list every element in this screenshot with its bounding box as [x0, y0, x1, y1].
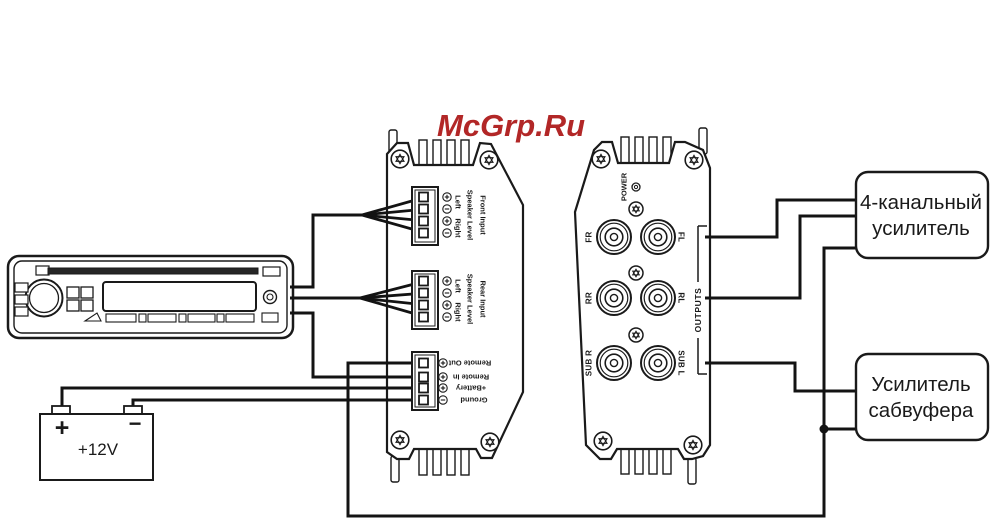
round-button — [262, 289, 278, 305]
power-led-icon — [631, 182, 641, 192]
torx-screw-icon — [628, 201, 644, 217]
terminal-pin — [418, 275, 429, 287]
torx-screw-icon — [390, 149, 410, 169]
rear-input-labels: Rear Input Speaker Level Left Right — [454, 274, 488, 324]
label-FR: FR — [585, 231, 594, 242]
converter-body — [385, 141, 525, 461]
terminal-pin — [418, 287, 429, 299]
cd-slot — [47, 267, 259, 275]
torx-screw-icon — [591, 149, 611, 169]
volume-knob — [24, 278, 64, 318]
polarity-icons — [438, 358, 448, 405]
rca-jack-FL — [640, 219, 676, 255]
preset-buttons — [66, 286, 94, 312]
battery-voltage: +12V — [78, 440, 119, 459]
torx-screw-icon — [628, 327, 644, 343]
subwoofer-amp-line1: Усилитель — [871, 373, 970, 396]
front-input-block — [411, 186, 452, 246]
wire-remote-in — [290, 311, 426, 379]
battery: + − +12V — [39, 405, 154, 481]
label-FL: FL — [677, 232, 686, 242]
torx-screw-icon — [628, 265, 644, 281]
wire-output-FL — [705, 198, 858, 239]
wire-battery-plus — [60, 386, 426, 410]
remote-out-label: Remote Out — [448, 359, 491, 368]
terminal-pin — [418, 382, 429, 394]
head-unit — [6, 254, 295, 340]
remote-in-label: Remote In — [452, 373, 489, 382]
slot-button — [262, 266, 281, 277]
amplifier-boxes: 4-канальный усилитель Усилитель сабвуфер… — [854, 170, 990, 442]
terminal-pin — [418, 299, 429, 311]
torx-screw-icon — [479, 150, 499, 170]
ground-terminal-label: Ground — [460, 396, 487, 405]
display-window — [102, 281, 257, 312]
front-input-subtitle: Speaker Level — [466, 190, 475, 240]
converter-terminal-blocks: Remote Out Remote In +Battery Ground — [411, 186, 491, 411]
battery-plus-sign: + — [55, 414, 70, 442]
wire-front-signal — [290, 213, 362, 289]
polarity-icons — [442, 276, 452, 322]
label-SUBL: SUB L — [677, 350, 686, 376]
subwoofer-amp-line2: сабвуфера — [869, 399, 975, 422]
four-channel-amp-line1: 4-канальный — [860, 191, 982, 214]
crossover-unit: POWER FR FL RR RL SUB R SUB L OUTPUTS — [573, 127, 712, 485]
torx-screw-icon — [480, 432, 500, 452]
rca-jack-RR — [596, 280, 632, 316]
front-input-labels: Front Input Speaker Level Left Right — [454, 190, 488, 240]
front-left-label: Left — [454, 195, 463, 209]
battery-minus-sign: − — [129, 411, 142, 436]
rca-jack-FR — [596, 219, 632, 255]
battery-terminal-label: +Battery — [455, 384, 486, 393]
front-right-label: Right — [454, 218, 463, 238]
torx-screw-icon — [684, 150, 704, 170]
rear-input-subtitle: Speaker Level — [466, 274, 475, 324]
line-output-converter: Front Input Speaker Level Left Right Rea… — [385, 129, 525, 483]
subwoofer-amplifier-box: Усилитель сабвуфера — [854, 352, 990, 442]
mounting-foot — [687, 457, 697, 485]
rca-jack-RL — [640, 280, 676, 316]
outputs-label: OUTPUTS — [693, 288, 703, 333]
outputs-bracket: OUTPUTS — [693, 225, 707, 375]
left-buttons — [14, 282, 29, 317]
eject-button — [35, 265, 50, 276]
terminal-pin — [418, 215, 429, 227]
torx-screw-icon — [683, 435, 703, 455]
wire-junction-dot — [819, 424, 829, 434]
four-channel-amp-line2: усилитель — [872, 217, 970, 240]
wire-output-RL — [705, 214, 858, 300]
rca-jack-SUBR — [596, 345, 632, 381]
rear-input-title: Rear Input — [479, 280, 488, 318]
watermark: McGrp.Ru — [437, 108, 585, 143]
bottom-button-row — [83, 312, 279, 323]
label-RL: RL — [677, 292, 686, 303]
label-SUBR: SUB R — [585, 350, 594, 376]
front-input-title: Front Input — [479, 195, 488, 235]
torx-screw-icon — [593, 431, 613, 451]
rca-jack-SUBL — [640, 345, 676, 381]
terminal-pin — [418, 357, 429, 369]
terminal-pin — [418, 203, 429, 215]
wire-output-SUB — [705, 361, 858, 393]
terminal-pin — [418, 394, 429, 406]
terminal-pin — [418, 371, 429, 383]
terminal-pin — [418, 191, 429, 203]
label-RR: RR — [585, 292, 594, 304]
rear-right-label: Right — [454, 302, 463, 322]
terminal-pin — [418, 311, 429, 323]
power-label: POWER — [620, 172, 629, 201]
polarity-icons — [442, 192, 452, 238]
wire-ground — [131, 398, 426, 410]
torx-screw-icon — [390, 430, 410, 450]
four-channel-amplifier-box: 4-канальный усилитель — [854, 170, 990, 260]
wire-remote-out — [346, 246, 858, 518]
jack-labels: FR FL RR RL SUB R SUB L — [585, 231, 686, 376]
power-terminal-labels: Remote Out Remote In +Battery Ground — [448, 359, 491, 405]
battery-body — [39, 413, 154, 481]
terminal-pin — [418, 227, 429, 239]
rear-input-block — [411, 270, 452, 330]
rear-left-label: Left — [454, 279, 463, 293]
power-terminal-block: Remote Out Remote In +Battery Ground — [411, 351, 491, 411]
